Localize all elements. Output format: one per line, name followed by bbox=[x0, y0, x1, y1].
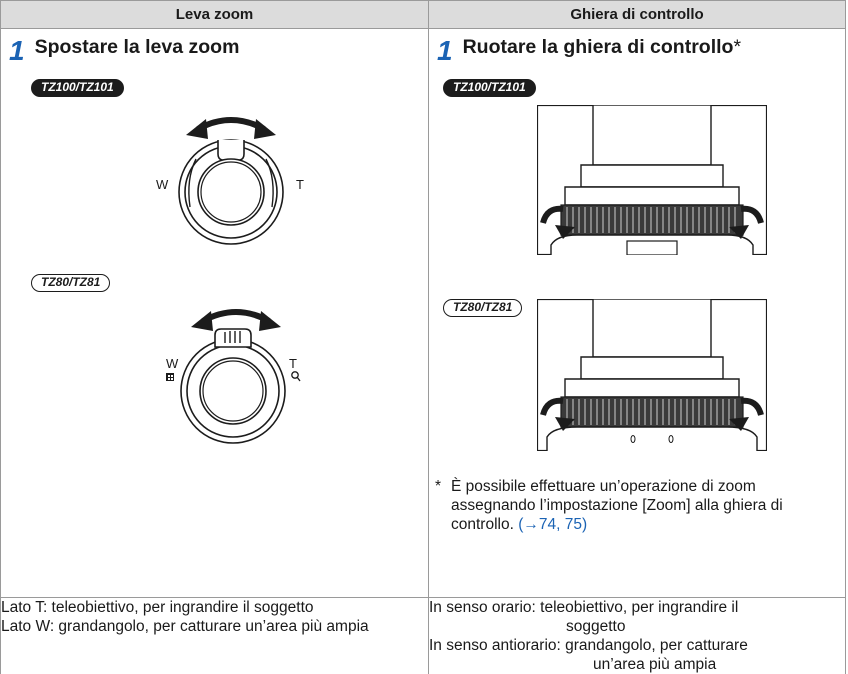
zoom-lever-illustration-tz100: W T bbox=[156, 99, 306, 249]
header-zoom-lever: Leva zoom bbox=[1, 1, 429, 29]
control-ring-photo-tz100 bbox=[537, 105, 767, 255]
footer-right-line2: In senso antiorario: grandangolo, per ca… bbox=[429, 636, 845, 655]
knurled-ring bbox=[561, 397, 743, 427]
label-w-tz80: W bbox=[166, 356, 179, 371]
right-footer-cell: In senso orario: teleobiettivo, per ingr… bbox=[429, 598, 846, 674]
step-number: 1 bbox=[437, 37, 453, 65]
footer-right-line2b: un’area più ampia bbox=[429, 655, 845, 674]
step-number: 1 bbox=[9, 37, 25, 65]
left-step: 1 Spostare la leva zoom bbox=[9, 35, 239, 65]
footnote-text: È possibile effettuare un’operazione di … bbox=[451, 478, 783, 533]
footer-left-line2: Lato W: grandangolo, per catturare un’ar… bbox=[1, 617, 428, 636]
label-w: W bbox=[156, 177, 169, 192]
model-badge-tz80: TZ80/TZ81 bbox=[443, 299, 522, 317]
label-t: T bbox=[296, 177, 304, 192]
label-t-tz80: T bbox=[289, 356, 297, 371]
knurled-ring bbox=[561, 205, 743, 235]
left-footer-cell: Lato T: teleobiettivo, per ingrandire il… bbox=[1, 598, 429, 674]
right-step: 1 Ruotare la ghiera di controllo* bbox=[437, 35, 741, 65]
double-arrow-icon bbox=[203, 312, 269, 321]
page-reference-link[interactable]: (→74, 75) bbox=[518, 516, 587, 533]
footer-left-line1: Lato T: teleobiettivo, per ingrandire il… bbox=[1, 598, 428, 617]
model-badge-tz100: TZ100/TZ101 bbox=[443, 79, 536, 97]
right-content-cell: 1 Ruotare la ghiera di controllo* TZ100/… bbox=[429, 29, 846, 598]
footnote: * È possibile effettuare un’operazione d… bbox=[435, 477, 827, 534]
footer-right-line1b: soggetto bbox=[429, 617, 845, 636]
header-control-ring: Ghiera di controllo bbox=[429, 1, 846, 29]
double-arrow-icon bbox=[198, 120, 264, 129]
control-ring-photo-tz80 bbox=[537, 299, 767, 451]
model-badge-tz100: TZ100/TZ101 bbox=[31, 79, 124, 97]
manual-page: Leva zoom Ghiera di controllo 1 Spostare… bbox=[0, 0, 848, 638]
footer-right-line1: In senso orario: teleobiettivo, per ingr… bbox=[429, 598, 845, 617]
zoom-lever-illustration-tz80: W T bbox=[161, 291, 311, 451]
left-content-cell: 1 Spostare la leva zoom TZ100/TZ101 W bbox=[1, 29, 429, 598]
step-title: Spostare la leva zoom bbox=[35, 35, 240, 59]
footnote-marker: * bbox=[435, 477, 441, 496]
model-badge-tz80: TZ80/TZ81 bbox=[31, 274, 110, 292]
step-title: Ruotare la ghiera di controllo* bbox=[463, 35, 741, 59]
